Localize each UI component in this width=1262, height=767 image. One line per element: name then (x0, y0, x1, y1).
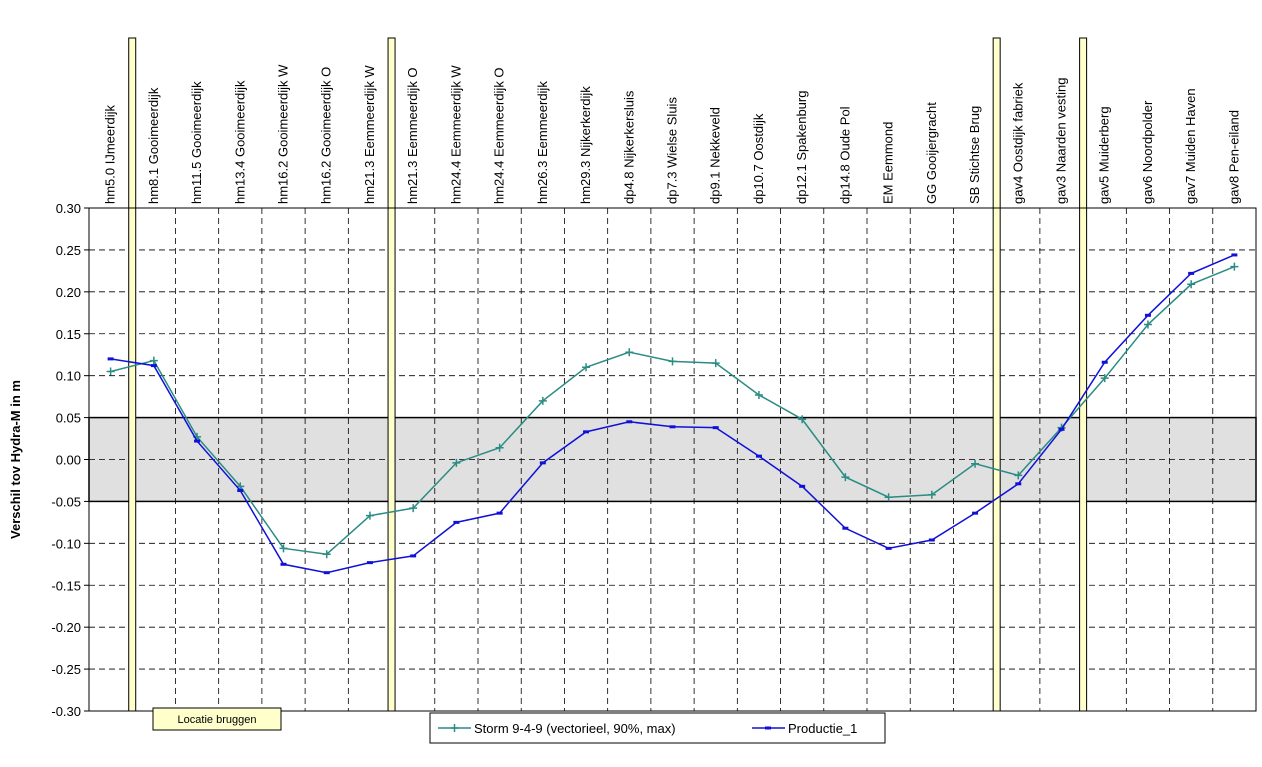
y-tick-label: -0.05 (51, 494, 81, 509)
y-tick-label: -0.25 (51, 662, 81, 677)
data-point (1187, 280, 1196, 289)
bridge-legend: Locatie bruggen (152, 707, 282, 731)
data-point (409, 504, 418, 513)
y-tick-label: -0.30 (51, 704, 81, 719)
category-label: hm11.5 Gooimeerdijk (189, 81, 204, 204)
category-label: GG Gooijergracht (924, 102, 939, 204)
data-point (711, 359, 720, 368)
series-line (110, 265, 1235, 556)
data-point (1100, 374, 1109, 383)
data-point (106, 367, 115, 376)
category-label: hm8.1 Gooimeerdijk (146, 87, 161, 204)
data-point (1230, 262, 1239, 271)
category-label: hm24.4 Eemmeerdijk W (448, 65, 463, 204)
y-tick-label: 0.30 (56, 201, 81, 216)
data-point (971, 459, 980, 468)
y-tick-label: 0.10 (56, 369, 81, 384)
y-axis-ticks: 0.30 0.25 0.20 0.15 0.10 0.05 0.00 -0.05 -0.10 -0… (51, 201, 89, 719)
category-label: SB Stichtse Brug (967, 106, 982, 204)
data-point (582, 363, 591, 372)
category-label: dp4.8 Nijkerkersluis (621, 90, 636, 204)
legend-item-productie: Productie_1 (752, 721, 857, 736)
bridge-marker (387, 37, 396, 712)
category-label: hm13.4 Gooimeerdijk (232, 80, 247, 204)
series-0 (106, 262, 1239, 559)
category-label: hm16.2 Gooimeerdijk O (319, 67, 334, 204)
category-label: gav4 Oostdijk fabriek (1010, 82, 1025, 204)
series-1 (107, 253, 1238, 575)
legend-marker-storm (450, 724, 459, 732)
bridge-legend-box (152, 707, 282, 731)
category-label: EM Eemmond (881, 122, 896, 204)
category-label: gav8 Pen-eiland (1226, 110, 1241, 204)
category-label: dp10.7 Oostdijk (751, 113, 766, 204)
data-point (149, 356, 158, 365)
bridge-marker (992, 37, 1001, 712)
data-point (452, 458, 461, 467)
y-axis-label: Verschil tov Hydra-M in m (8, 380, 23, 539)
legend-label-storm: Storm 9-4-9 (vectorieel, 90%, max) (474, 721, 676, 736)
data-point (754, 390, 763, 399)
bridge-marker (128, 37, 137, 712)
y-tick-label: 0.25 (56, 243, 81, 258)
data-point (322, 550, 331, 559)
data-point (798, 415, 807, 424)
category-label: hm29.3 Nijkerkerdijk (578, 86, 593, 204)
data-point (495, 443, 504, 452)
data-point (625, 348, 634, 357)
bridge-marker (1079, 37, 1088, 712)
category-label: dp7.3 Wielse Sluis (665, 97, 680, 204)
legend-label-productie: Productie_1 (788, 721, 857, 736)
data-point (884, 493, 893, 502)
data-point (927, 490, 936, 499)
y-tick-label: 0.05 (56, 411, 81, 426)
data-point (1143, 320, 1152, 329)
data-point (365, 511, 374, 520)
y-tick-label: -0.15 (51, 578, 81, 593)
series-line (110, 254, 1235, 574)
data-point (279, 544, 288, 553)
y-tick-label: 0.00 (56, 453, 81, 468)
data-point (841, 473, 850, 482)
grid (89, 208, 1256, 711)
category-label: hm26.3 Eemmeerdijk (535, 81, 550, 204)
data-point (538, 396, 547, 405)
legend-box (429, 712, 886, 744)
category-label: hm16.2 Gooimeerdijk W (276, 64, 291, 204)
category-label: dp14.8 Oude Pol (837, 106, 852, 204)
data-point (1014, 471, 1023, 480)
legend-item-storm: Storm 9-4-9 (vectorieel, 90%, max) (438, 721, 676, 736)
category-label: gav3 Naarden vesting (1054, 78, 1069, 204)
category-label: hm21.3 Eemmeerdijk O (405, 67, 420, 204)
category-label: hm21.3 Eemmeerdijk W (362, 65, 377, 204)
data-point (668, 357, 677, 366)
bridge-legend-label: Locatie bruggen (178, 714, 257, 726)
category-label: hm5.0 IJmeerdijk (103, 105, 118, 204)
category-label: gav5 Muiderberg (1097, 106, 1112, 204)
category-label: dp12.1 Spakenburg (794, 91, 809, 204)
category-labels: hm5.0 IJmeerdijk hm8.1 Gooimeerdijk hm11.5… (103, 64, 1242, 204)
y-tick-label: 0.20 (56, 285, 81, 300)
legend: Storm 9-4-9 (vectorieel, 90%, max) Produ… (429, 712, 886, 744)
category-label: gav7 Muiden Haven (1183, 88, 1198, 204)
data-point (236, 482, 245, 491)
category-label: dp9.1 Nekkeveld (708, 107, 723, 204)
category-label: gav6 Noordpolder (1140, 100, 1155, 204)
series (106, 253, 1239, 575)
y-tick-label: 0.15 (56, 327, 81, 342)
category-label: hm24.4 Eemmeerdijk O (492, 67, 507, 204)
y-tick-label: -0.20 (51, 620, 81, 635)
y-tick-label: -0.10 (51, 536, 81, 551)
